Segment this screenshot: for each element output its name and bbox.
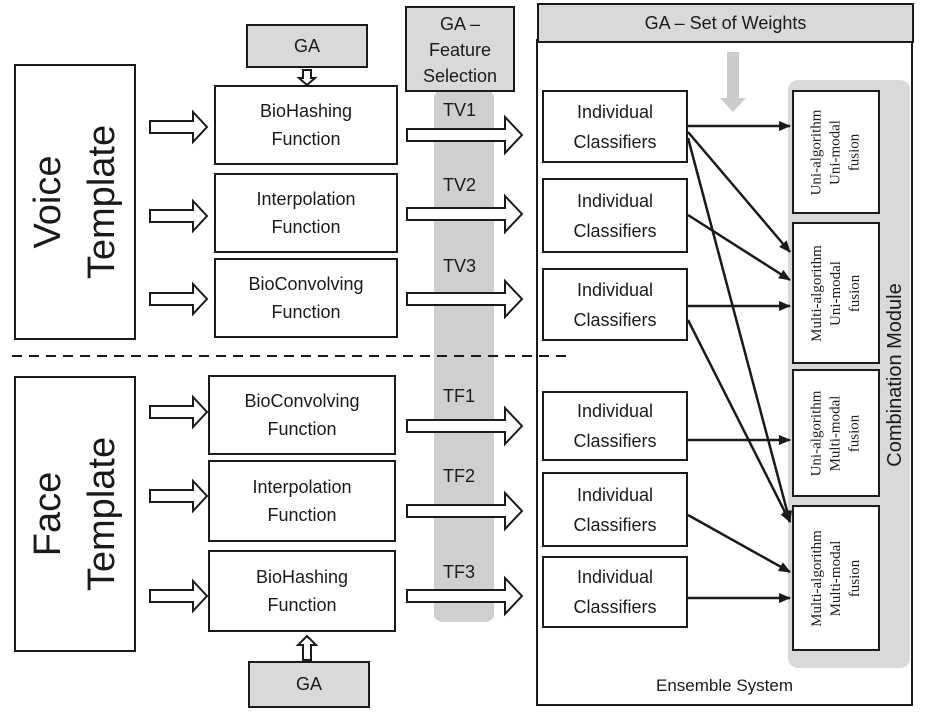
fusion-multi-algorithm-uni-modal: Multi-algorithm Uni-modal fusion (792, 222, 880, 364)
fusion-label-3: Uni-algorithm Multi-modal fusion (808, 390, 863, 476)
fusion-label-1: Uni-algorithm Uni-modal fusion (808, 109, 863, 195)
ga-top-box: GA (246, 24, 368, 68)
voice-function-bioconvolving: BioConvolving Function (214, 258, 398, 338)
fusion-label-2: Multi-algorithm Uni-modal fusion (808, 244, 863, 342)
output-arrow-4 (406, 405, 524, 447)
classifier-1: Individual Classifiers (542, 90, 688, 163)
input-arrow-4 (149, 394, 209, 430)
output-arrow-2 (406, 193, 524, 235)
input-arrow-5 (149, 478, 209, 514)
classifier-4: Individual Classifiers (542, 391, 688, 461)
label-tv3: TV3 (443, 256, 477, 276)
input-arrow-6 (149, 578, 209, 614)
label-tf3: TF3 (443, 562, 476, 582)
ga-bottom-box: GA (248, 661, 370, 708)
face-function-biohashing: BioHashing Function (208, 550, 396, 632)
weights-down-arrow (720, 52, 746, 112)
fusion-multi-algorithm-multi-modal: Multi-algorithm Multi-modal fusion (792, 505, 880, 651)
classifier-6: Individual Classifiers (542, 556, 688, 628)
link-c1-f4 (686, 137, 793, 523)
face-function-bioconvolving: BioConvolving Function (208, 375, 396, 455)
ensemble-system-label: Ensemble System (656, 676, 793, 695)
feature-selection-header: GA – Feature Selection (405, 6, 515, 92)
voice-function-interpolation: Interpolation Function (214, 173, 398, 253)
input-arrow-2 (149, 198, 209, 234)
set-of-weights-header: GA – Set of Weights (537, 3, 914, 43)
output-arrow-6 (406, 575, 524, 617)
link-c5-f4 (687, 513, 791, 574)
output-arrow-3 (406, 278, 524, 320)
fusion-uni-algorithm-uni-modal: Uni-algorithm Uni-modal fusion (792, 90, 880, 214)
input-arrow-1 (149, 109, 209, 145)
combination-module-label: Combination Module (884, 283, 906, 467)
voice-function-biohashing: BioHashing Function (214, 85, 398, 165)
output-arrow-1 (406, 114, 524, 156)
label-tv1: TV1 (443, 100, 477, 120)
input-arrow-3 (149, 281, 209, 317)
face-template-box: Face Template (14, 376, 136, 652)
classifier-3: Individual Classifiers (542, 268, 688, 341)
link-c1-f2 (687, 131, 791, 253)
classifier-5: Individual Classifiers (542, 472, 688, 547)
output-arrow-5 (406, 490, 524, 532)
ga-top-connector-arrow (296, 69, 318, 87)
ga-bottom-connector-arrow (295, 634, 319, 661)
fusion-label-4: Multi-algorithm Multi-modal fusion (808, 529, 863, 627)
link-c3-f4 (686, 319, 792, 523)
label-tf1: TF1 (443, 386, 476, 406)
face-template-label: Face Template (27, 436, 124, 592)
voice-template-box: Voice Template (14, 64, 136, 340)
label-tf2: TF2 (443, 466, 476, 486)
face-function-interpolation: Interpolation Function (208, 460, 396, 542)
link-c2-f2 (687, 213, 791, 282)
fusion-uni-algorithm-multi-modal: Uni-algorithm Multi-modal fusion (792, 369, 880, 497)
classifier-2: Individual Classifiers (542, 178, 688, 253)
label-tv2: TV2 (443, 175, 477, 195)
voice-template-label: Voice Template (27, 124, 124, 280)
